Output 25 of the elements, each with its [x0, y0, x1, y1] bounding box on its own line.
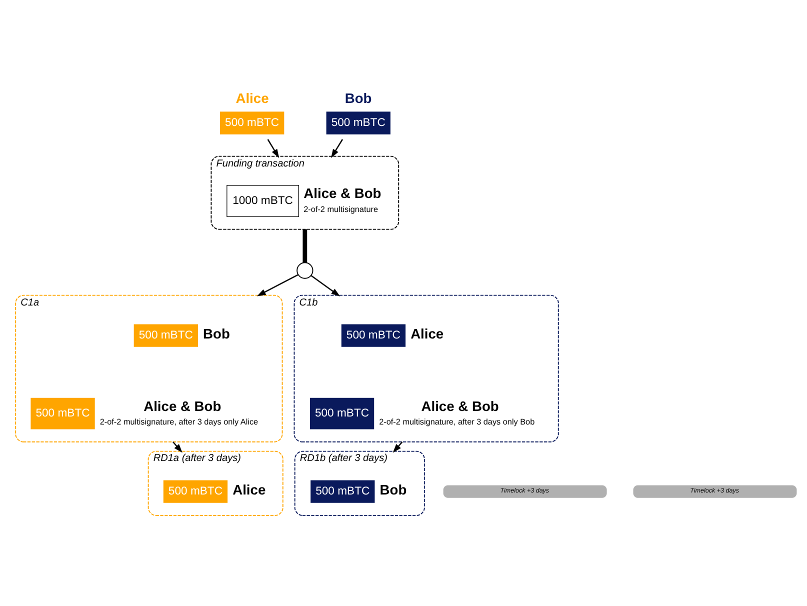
node-label: Bob	[380, 480, 407, 497]
node-box: 500 mBTC	[341, 324, 406, 346]
arrow	[392, 440, 403, 452]
node-box: 500 mBTC	[326, 111, 390, 134]
node-box: 500 mBTC	[163, 480, 228, 502]
node-box: 500 mBTC	[310, 480, 375, 502]
node-box: 500 mBTC	[30, 397, 95, 429]
arrow	[256, 274, 298, 296]
connector	[302, 228, 308, 262]
node-label: Alice	[232, 480, 266, 497]
node-label: Alice	[236, 90, 269, 106]
node-box: 500 mBTC	[220, 111, 284, 134]
node-label: Alice & Bob	[304, 184, 382, 201]
node-box: 500 mBTC	[310, 397, 374, 429]
node-label: Alice	[410, 324, 444, 341]
node-circle	[296, 262, 314, 278]
arrow	[267, 138, 280, 158]
arrow	[172, 440, 182, 452]
node-box: 500 mBTC	[134, 324, 198, 346]
node-label: Alice & Bob	[421, 397, 499, 414]
node-label: Bob	[344, 90, 372, 106]
arrow	[331, 138, 344, 158]
node-label: Alice & Bob	[144, 397, 222, 414]
node-label: Bob	[203, 324, 230, 341]
arrow	[310, 274, 340, 296]
